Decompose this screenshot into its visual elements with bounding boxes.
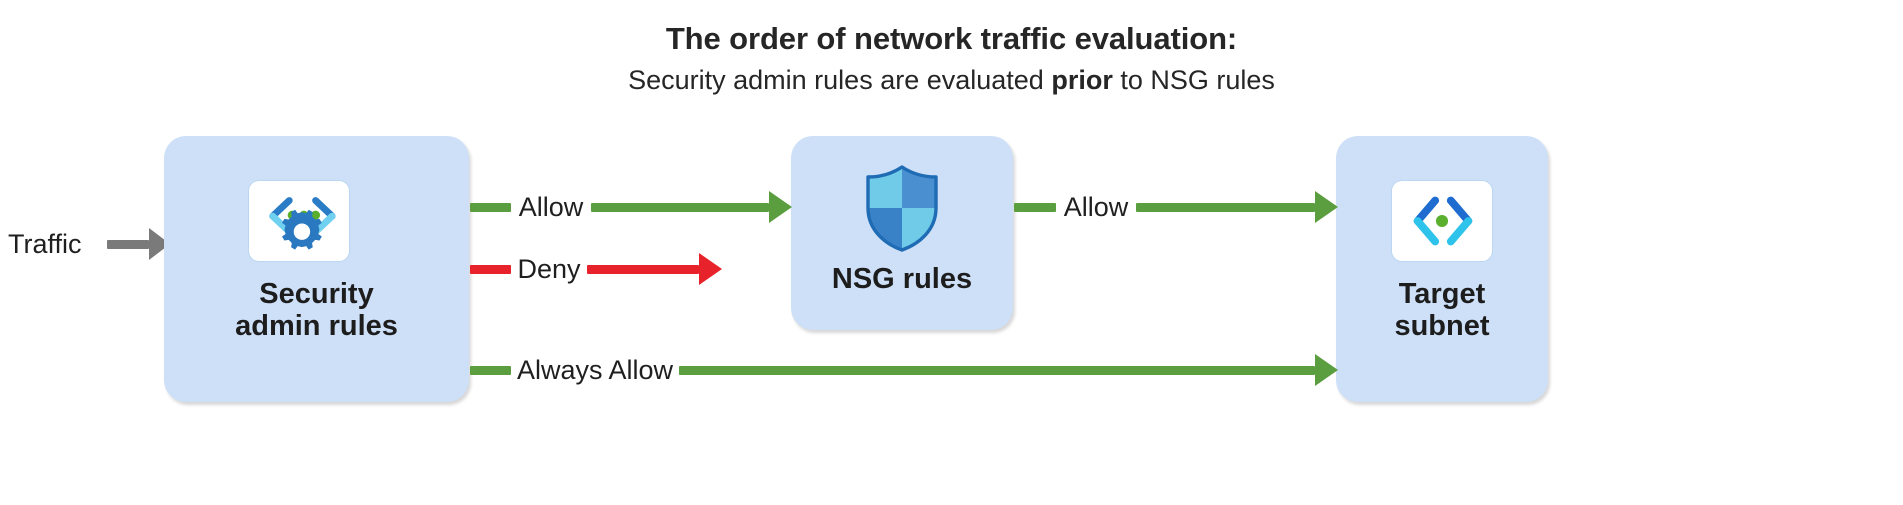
connector-allow-to-target-label: Allow [1063,192,1129,222]
connector-always-allow-arrow-icon [1315,354,1338,386]
code-subnet-icon [1391,180,1493,262]
node-nsg-rules[interactable]: NSG rules [791,136,1013,330]
connector-allow-to-target-arrow-icon [1315,191,1338,223]
node-target-subnet[interactable]: Target subnet [1336,136,1548,402]
connector-allow-to-target-stub [1014,203,1056,212]
connector-allow-to-nsg-stub [470,203,511,212]
node-target-subnet-label: Target subnet [1336,278,1548,343]
connector-deny-arrow-icon [699,253,722,285]
subtitle-text-post: to NSG rules [1112,65,1275,95]
subtitle-text-pre: Security admin rules are evaluated [628,65,1052,95]
page-title: The order of network traffic evaluation: [665,21,1238,56]
connector-allow-to-nsg-arrow-icon [769,191,792,223]
node-security-admin-rules[interactable]: Security admin rules [164,136,469,402]
node-label-line-1: Target [1398,278,1486,310]
shield-icon [863,164,941,252]
connector-deny-label: Deny [517,254,581,284]
connector-allow-to-nsg-label: Allow [518,192,584,222]
subtitle-text-emphasis: prior [1051,65,1113,95]
node-label-line-1: NSG rules [831,263,973,295]
node-security-admin-rules-label: Security admin rules [164,278,469,343]
page-subtitle: Security admin rules are evaluated prior… [0,65,1903,96]
connector-deny-line [587,265,699,274]
connector-always-allow-stub [470,366,511,375]
traffic-arrow-line [107,240,149,249]
connector-always-allow-line [679,366,1315,375]
node-label-line-1: Security [259,278,374,310]
traffic-label: Traffic [8,229,82,259]
connector-allow-to-target-line [1136,203,1315,212]
connector-allow-to-nsg-line [591,203,769,212]
node-nsg-rules-label: NSG rules [791,263,1013,295]
connector-always-allow-label: Always Allow [516,355,674,385]
node-label-line-2: subnet [1394,310,1490,343]
node-label-line-2: admin rules [235,310,398,343]
connector-deny-stub [470,265,511,274]
code-gear-icon [248,180,350,262]
